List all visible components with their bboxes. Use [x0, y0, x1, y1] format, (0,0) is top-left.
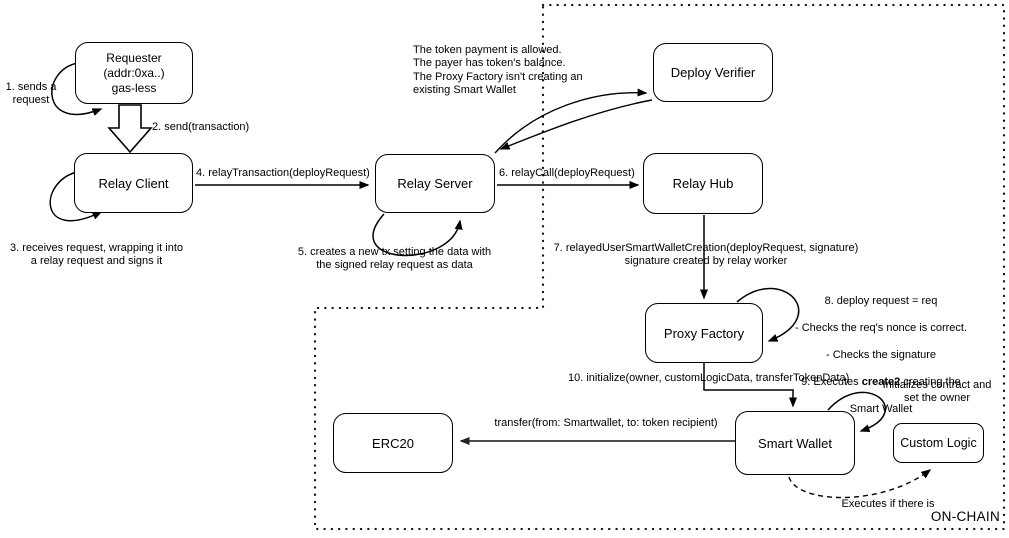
label-step9-line2: Smart Wallet [849, 402, 913, 415]
label-step8-line3: - Checks the signature [825, 349, 937, 362]
label-transfer: transfer(from: Smartwallet, to: token re… [494, 417, 718, 429]
node-smart-wallet: Smart Wallet [735, 411, 855, 475]
executes-dashed-arrow [788, 469, 932, 499]
smart-wallet-self-loop-arrow [827, 391, 886, 432]
node-proxy-factory: Proxy Factory [645, 303, 763, 363]
label-step9-line: 9. Executes create2 creating the [801, 375, 961, 388]
requester-self-loop-arrow [51, 62, 103, 116]
node-relay-client: Relay Client [74, 153, 193, 213]
node-deploy-verifier: Deploy Verifier [653, 43, 773, 102]
label-executes-note: Executes if there is [841, 498, 935, 510]
node-custom-logic: Custom Logic [893, 423, 984, 463]
node-requester: Requester (addr:0xa..) gas-less [75, 42, 193, 104]
label-custom-logic-note: Initializes contract and set the owner [882, 379, 992, 405]
label-step2: 2. send(transaction) [152, 121, 250, 133]
node-erc20: ERC20 [333, 413, 453, 473]
verifier-response-arrow [499, 99, 653, 150]
initialize-arrow [703, 363, 797, 408]
node-relay-server: Relay Server [375, 154, 495, 213]
label-step10: 10. initialize(owner, customLogicData, t… [568, 372, 850, 384]
send-transaction-arrow [107, 104, 153, 154]
node-relay-hub: Relay Hub [643, 153, 763, 214]
label-factory-checks: 8. deploy request = req - Checks the req… [775, 282, 987, 429]
onchain-boundary [313, 3, 1006, 531]
label-step8-line1: 8. deploy request = req [824, 295, 938, 308]
verifier-request-arrow [494, 88, 648, 154]
label-onchain: ON-CHAIN [930, 509, 1000, 524]
label-step7: 7. relayedUserSmartWalletCreation(deploy… [553, 242, 859, 268]
label-verifier-note: The token payment is allowed. The payer … [413, 44, 583, 97]
label-step5: 5. creates a new tx setting the data wit… [297, 246, 492, 272]
proxy-factory-self-loop-arrow [736, 287, 800, 342]
relay-client-self-loop-arrow [49, 171, 103, 222]
label-step4: 4. relayTransaction(deployRequest) [196, 167, 370, 179]
label-step8-line2: - Checks the req's nonce is correct. [794, 322, 968, 335]
label-step3: 3. receives request, wrapping it into a … [9, 242, 184, 268]
label-step1: 1. sends a request [5, 81, 57, 107]
label-step6: 6. relayCall(deployRequest) [499, 167, 635, 179]
relay-server-self-loop-arrow [372, 213, 463, 257]
